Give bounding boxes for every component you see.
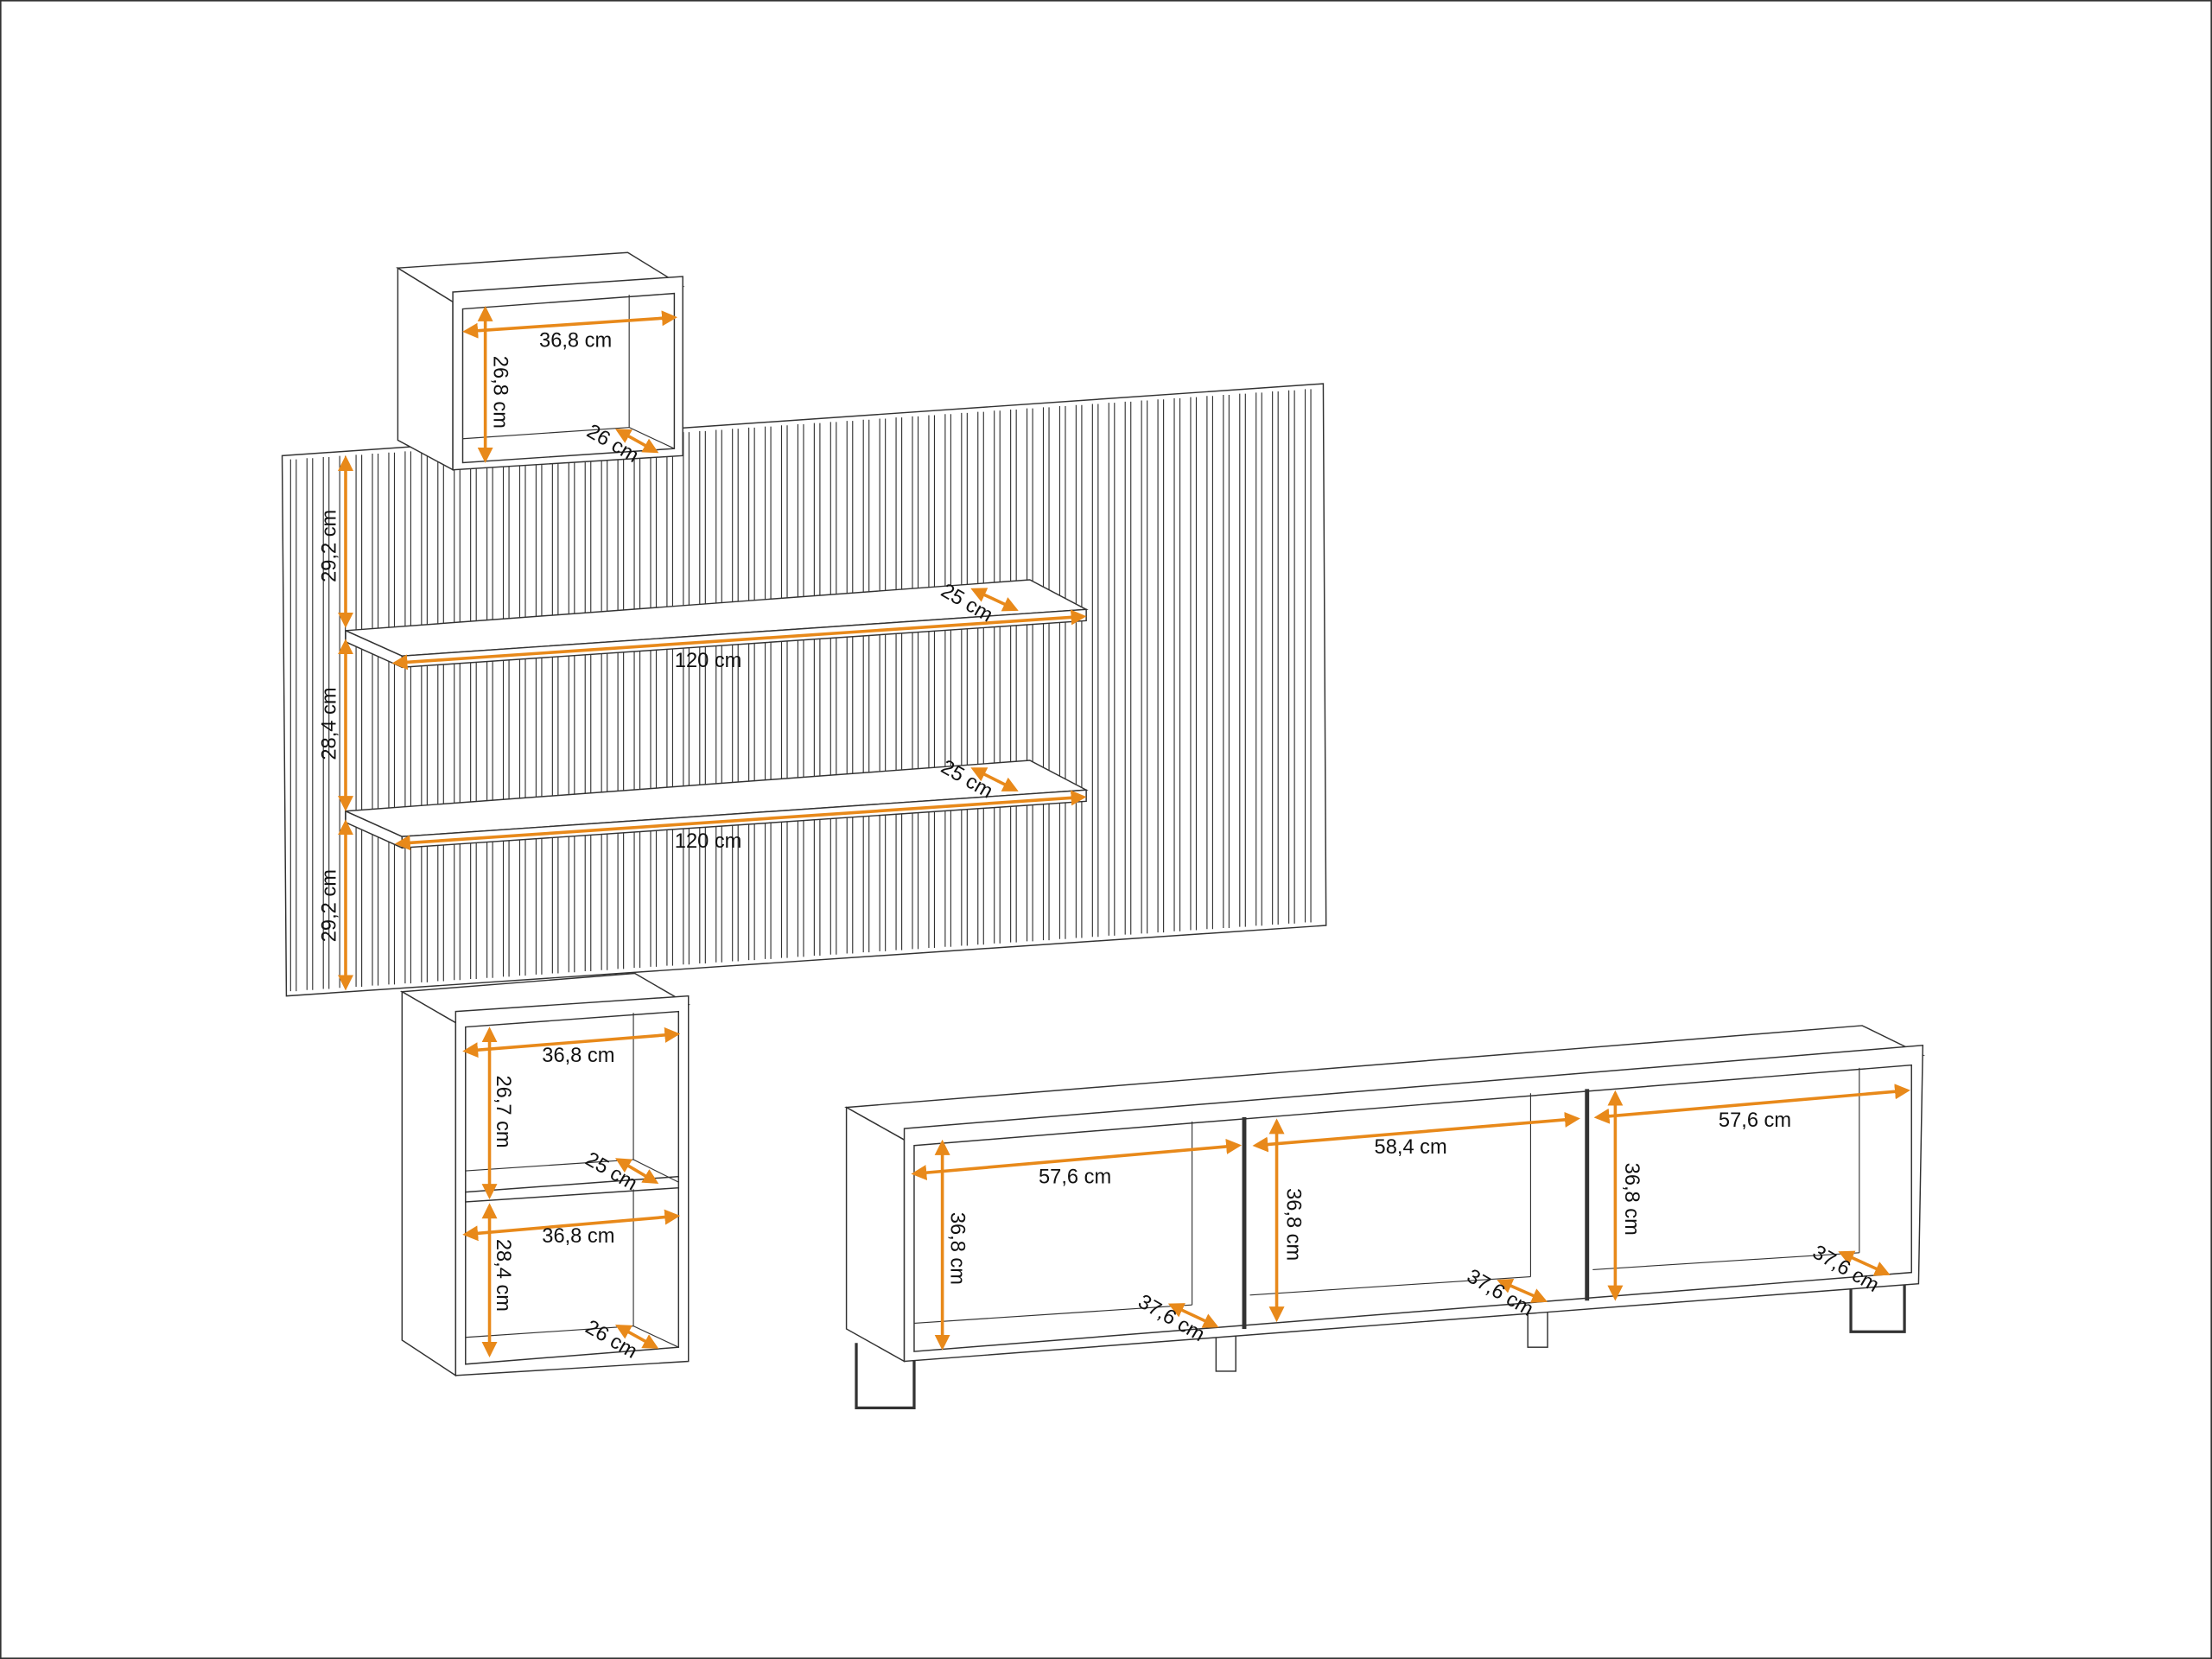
top-cube-width-label: 36,8 cm (539, 329, 612, 352)
lower-shelf-gap-label: 28,4 cm (318, 687, 340, 760)
slatted-wall-panel (281, 383, 1327, 997)
upper-shelf-gap-label: 29,2 cm (318, 510, 340, 582)
cabinet-lower-height-label: 28,4 cm (492, 1239, 514, 1312)
tv-right-width-label: 57,6 cm (1719, 1109, 1791, 1132)
lower-shelf-length-label: 120 cm (675, 830, 742, 853)
tv-middle-height-label: 36,8 cm (1281, 1188, 1304, 1261)
cabinet-lower-width-label: 36,8 cm (542, 1225, 614, 1248)
tv-unit (844, 1025, 1926, 1410)
tv-middle-width-label: 58,4 cm (1375, 1136, 1447, 1159)
tv-left-height-label: 36,8 cm (946, 1212, 969, 1285)
lower-shelf-gap-below-label: 29,2 cm (318, 869, 340, 942)
tv-right-height-label: 36,8 cm (1620, 1163, 1643, 1236)
bottom-wall-cabinet (399, 972, 691, 1377)
tv-left-width-label: 57,6 cm (1039, 1166, 1111, 1189)
dimension-lines (338, 305, 1910, 1357)
top-wall-cube (396, 251, 685, 471)
cabinet-upper-height-label: 26,7 cm (492, 1075, 514, 1147)
top-cube-height-label: 26,8 cm (489, 356, 512, 429)
upper-shelf-length-label: 120 cm (675, 650, 742, 672)
cabinet-upper-width-label: 36,8 cm (542, 1045, 614, 1067)
